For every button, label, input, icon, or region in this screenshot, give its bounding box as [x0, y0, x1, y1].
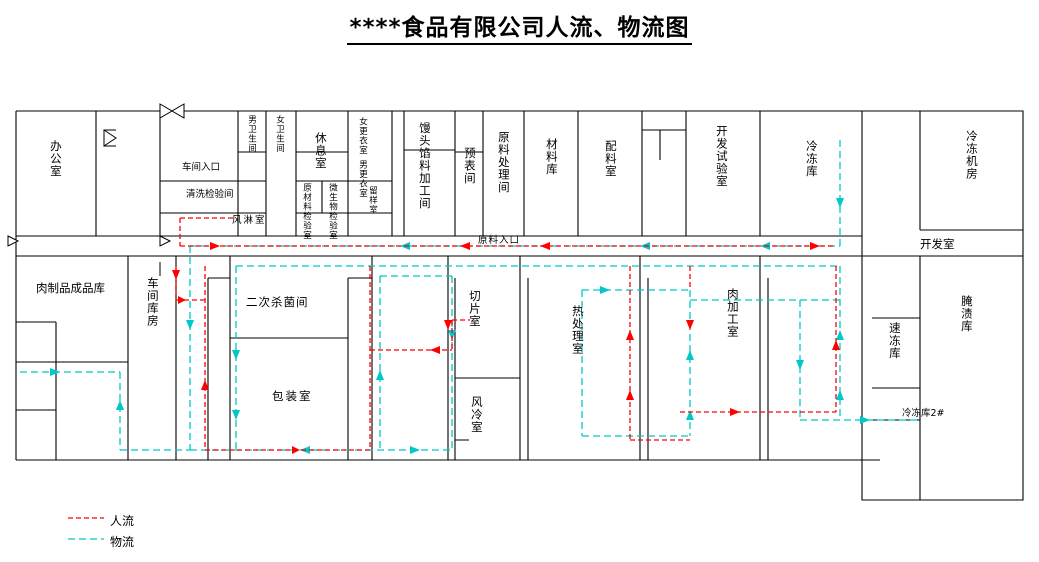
room-label-female-wc: 女卫生间: [274, 115, 285, 153]
page-title: ****食品有限公司人流、物流图: [0, 8, 1039, 45]
room-label-quick-freeze-store: 速冻库: [887, 322, 902, 360]
room-label-raw-material-lab: 原材料检验室: [301, 183, 312, 240]
room-label-dev-room: 开发室: [920, 237, 955, 251]
legend-goods-label: 物流: [110, 535, 135, 549]
room-label-workshop-entrance: 车间入口: [182, 162, 221, 173]
room-label-dosing-room: 配料室: [603, 140, 618, 178]
room-label-raw-treat: 原料处理间: [496, 131, 511, 194]
room-label-rest-room: 休息室: [313, 132, 328, 170]
room-label-male-wc: 男卫生间: [246, 115, 257, 153]
room-label-air-shower: 风淋室: [232, 215, 267, 226]
room-label-workshop-store: 车间库房: [145, 277, 160, 327]
room-label-pickling-store: 腌渍库: [959, 295, 974, 333]
room-label-raw-entrance: 原料入口: [478, 235, 521, 246]
legend-human-label: 人流: [110, 514, 135, 528]
room-label-freezer-2: 冷冻库2#: [902, 408, 945, 419]
room-label-second-sterilize: 二次杀菌间: [246, 295, 309, 309]
room-label-micro-lab: 微生物检验室: [327, 183, 338, 240]
room-label-office: 办公室: [48, 140, 63, 178]
room-label-slicing-room: 切片室: [467, 290, 482, 328]
room-label-meat-product-store: 肉制品成品库: [36, 281, 105, 295]
room-label-sample-room: 留样室: [367, 186, 378, 215]
room-label-male-change: 男更衣室: [357, 160, 368, 198]
room-label-wash-check: 清洗检验间: [186, 189, 234, 200]
room-label-female-change: 女更衣室: [357, 117, 368, 155]
room-label-meat-process-room: 肉加工室: [725, 288, 740, 338]
room-label-pre-cool: 预表间: [462, 147, 477, 185]
room-label-material-store: 材料库: [544, 138, 559, 176]
room-label-freezer: 冷冻库: [804, 140, 819, 178]
room-label-freezer-machine: 冷冻机房: [964, 130, 979, 180]
room-label-heat-treat-room: 热处理室: [570, 305, 585, 355]
room-label-dev-lab: 开发试验室: [714, 125, 729, 188]
room-label-bun-filling: 馒头馅料加工间: [417, 122, 432, 210]
room-label-air-cool-room: 风冷室: [469, 396, 484, 434]
room-label-packing-room: 包装室: [272, 389, 313, 403]
